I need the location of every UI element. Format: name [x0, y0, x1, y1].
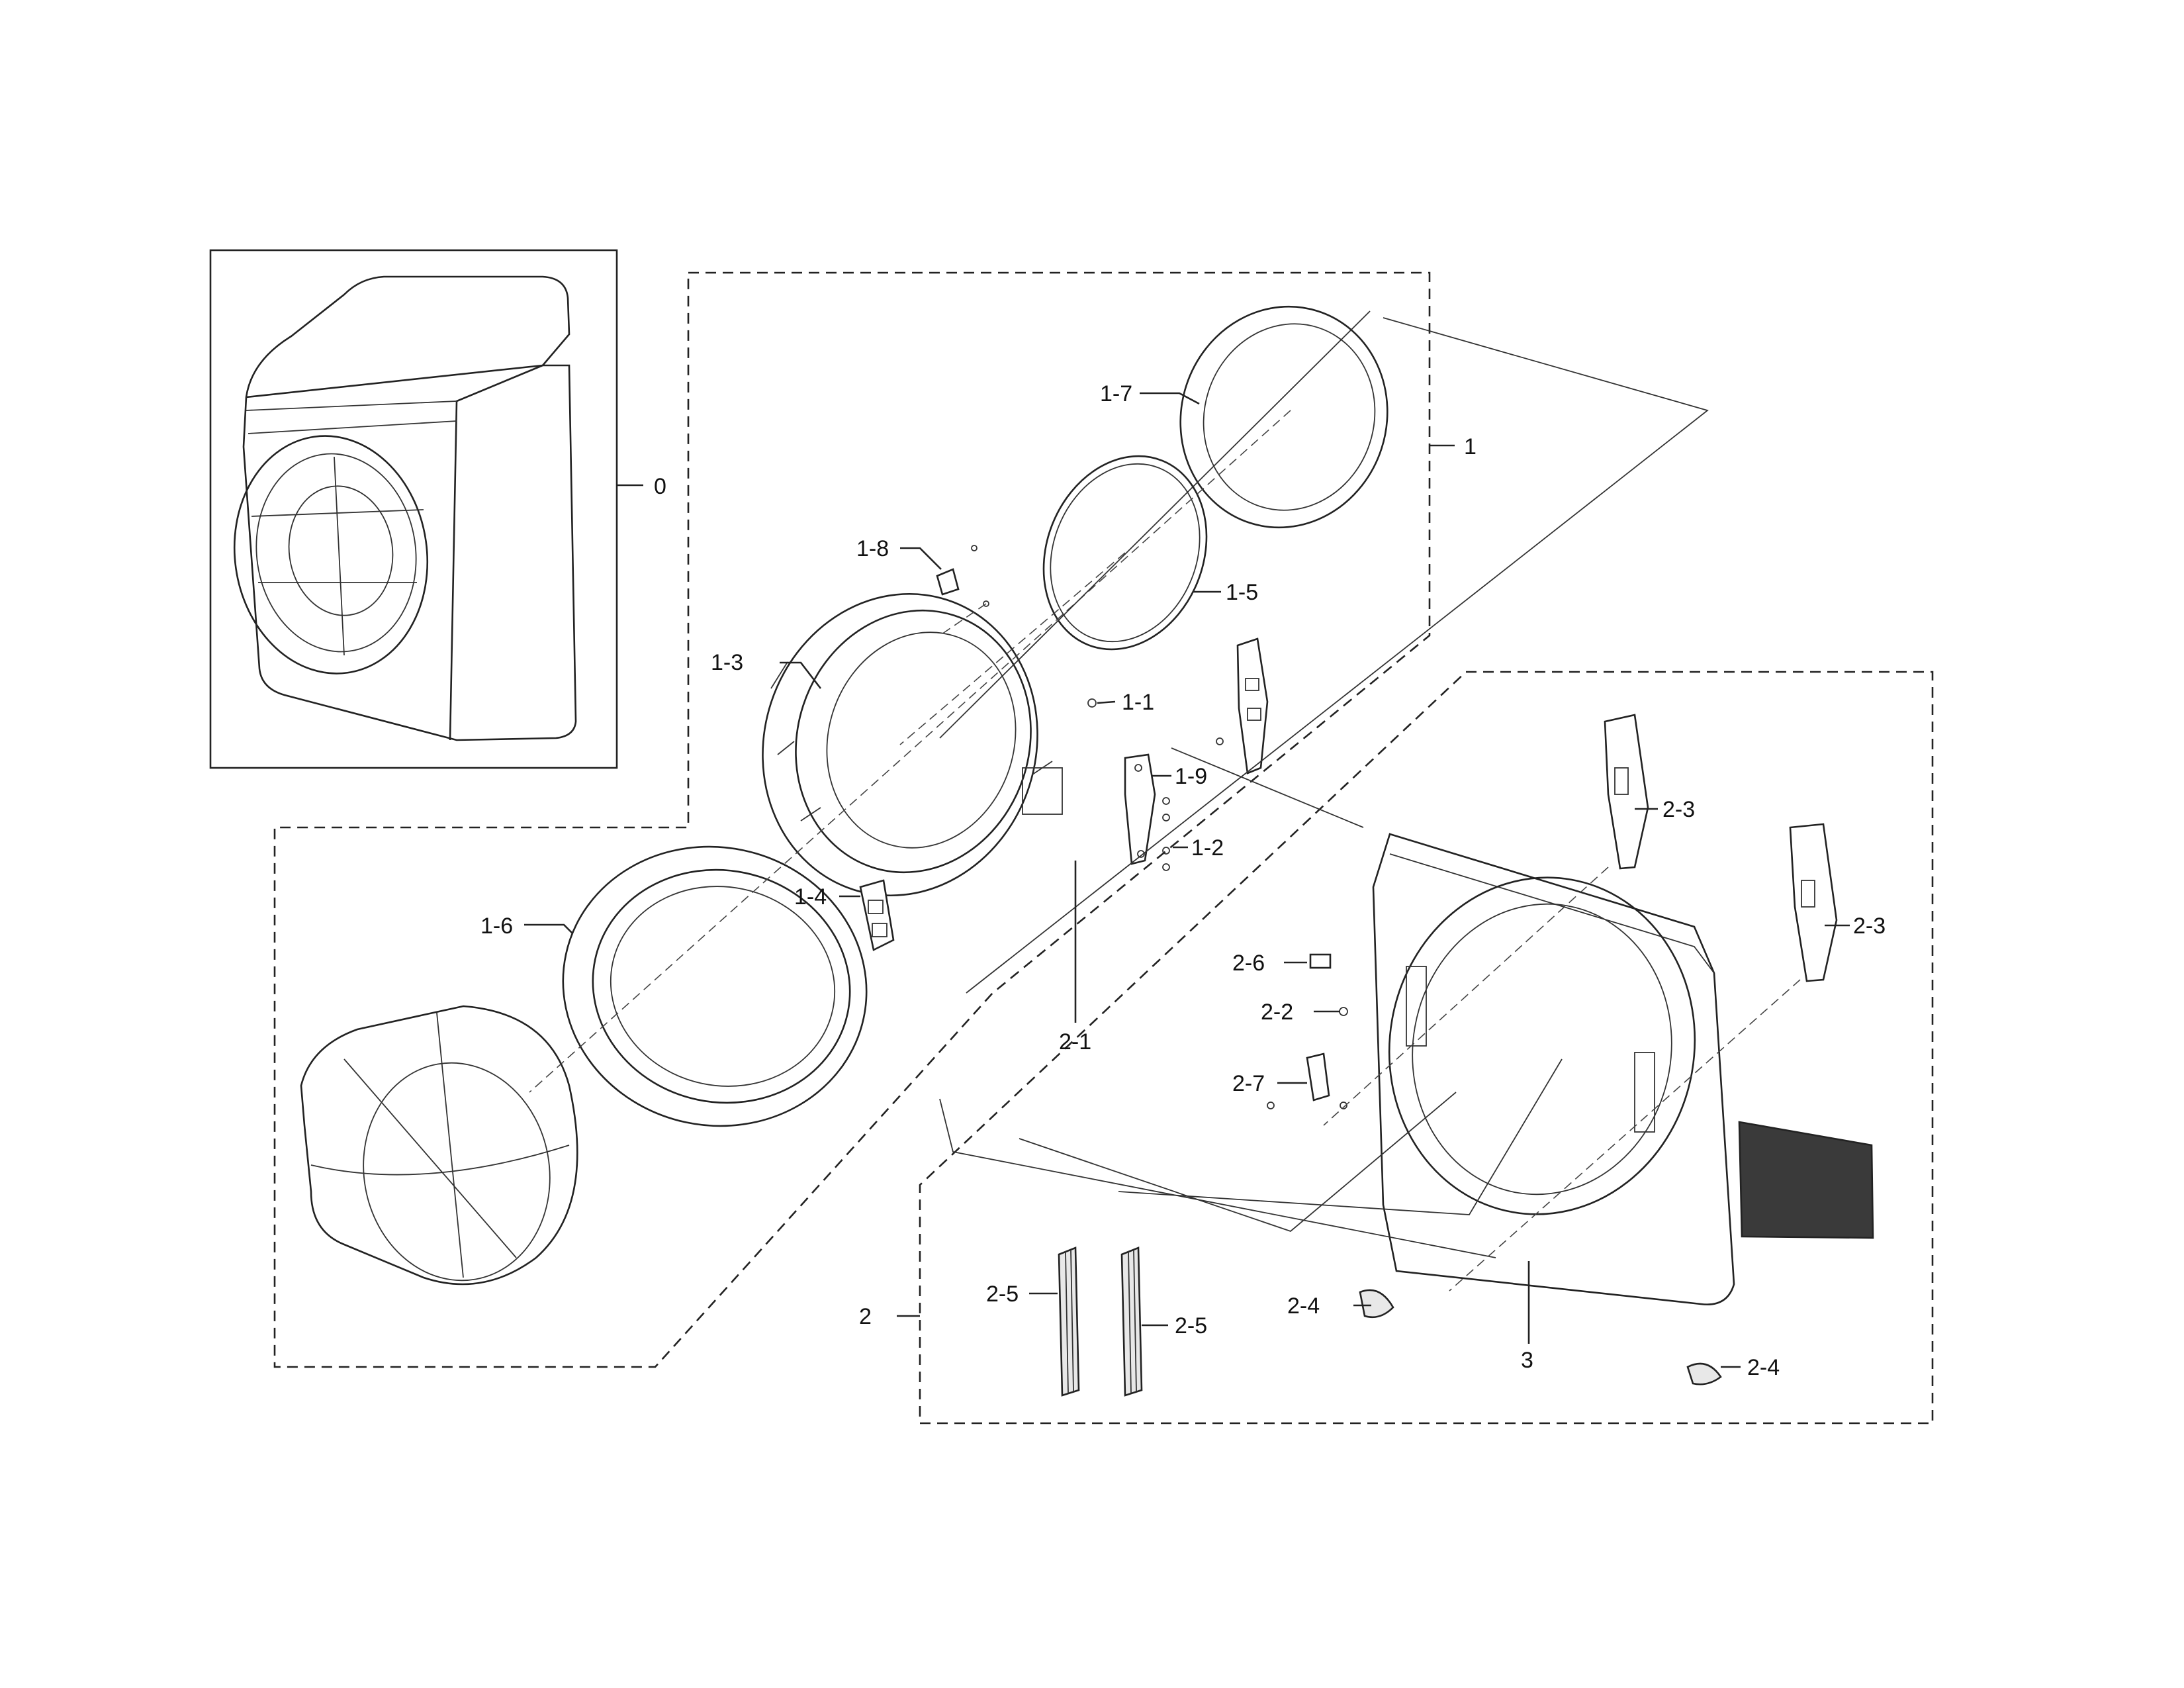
callout-1-4: 1-4 — [794, 884, 827, 910]
callout-2-4-upper: 2-4 — [1287, 1293, 1320, 1319]
part-2-6-switch — [1309, 953, 1332, 969]
part-2-7-cover — [1267, 1053, 1347, 1109]
callout-2: 2 — [859, 1304, 872, 1329]
callout-1-1: 1-1 — [1122, 690, 1154, 715]
door-glass-bowl — [300, 1005, 578, 1286]
part-1-7-outer-glass — [1179, 305, 1388, 529]
part-2-3-bracket-upper — [1604, 714, 1649, 870]
callout-2-3-lower: 2-3 — [1853, 914, 1886, 939]
callout-2-4-lower: 2-4 — [1747, 1355, 1780, 1380]
part-2-4-clip-upper — [1359, 1289, 1394, 1319]
part-1-5-gasket — [1042, 455, 1208, 651]
filter-mesh — [1738, 1121, 1874, 1239]
part-2-2-screw — [1339, 1007, 1348, 1016]
part-3-front-panel — [1372, 833, 1735, 1305]
part-1-8-latch — [936, 545, 989, 607]
part-2-3-bracket-lower — [1789, 823, 1838, 982]
callout-2-6: 2-6 — [1232, 951, 1265, 976]
callout-1-5: 1-5 — [1226, 580, 1258, 605]
callout-3: 3 — [1521, 1348, 1533, 1373]
part-1-4-hinge — [859, 879, 895, 951]
callout-1: 1 — [1464, 434, 1477, 459]
callout-1-6: 1-6 — [480, 914, 513, 939]
callout-2-7: 2-7 — [1232, 1071, 1265, 1096]
callout-2-1: 2-1 — [1059, 1029, 1091, 1055]
callout-0: 0 — [654, 474, 666, 499]
part-2-5-strip-right — [1120, 1246, 1143, 1397]
callout-2-5-left: 2-5 — [986, 1282, 1019, 1307]
callout-1-8: 1-8 — [856, 536, 889, 561]
callout-1-3: 1-3 — [711, 650, 743, 675]
callout-2-5-right: 2-5 — [1175, 1313, 1207, 1338]
part-2-4-clip-lower — [1686, 1362, 1722, 1385]
callout-1-7: 1-7 — [1100, 381, 1132, 406]
part-1-6-door-cover — [562, 845, 868, 1127]
part-1-9-hinge-bracket — [1124, 753, 1156, 865]
part-1-3-door-frame — [762, 592, 1063, 897]
hinge-plate — [1216, 637, 1269, 774]
part-1-2-screws — [1162, 797, 1170, 871]
part-2-5-strip-left — [1058, 1246, 1080, 1397]
callout-1-2: 1-2 — [1191, 835, 1224, 861]
assembled-dryer-view — [209, 249, 618, 769]
callout-1-9: 1-9 — [1175, 764, 1207, 789]
part-1-1-screw — [1087, 698, 1097, 708]
group-1-boundary — [273, 271, 1431, 1368]
group-2-boundary — [919, 671, 1934, 1425]
callout-2-3-upper: 2-3 — [1662, 797, 1695, 822]
callout-2-2: 2-2 — [1261, 1000, 1293, 1025]
